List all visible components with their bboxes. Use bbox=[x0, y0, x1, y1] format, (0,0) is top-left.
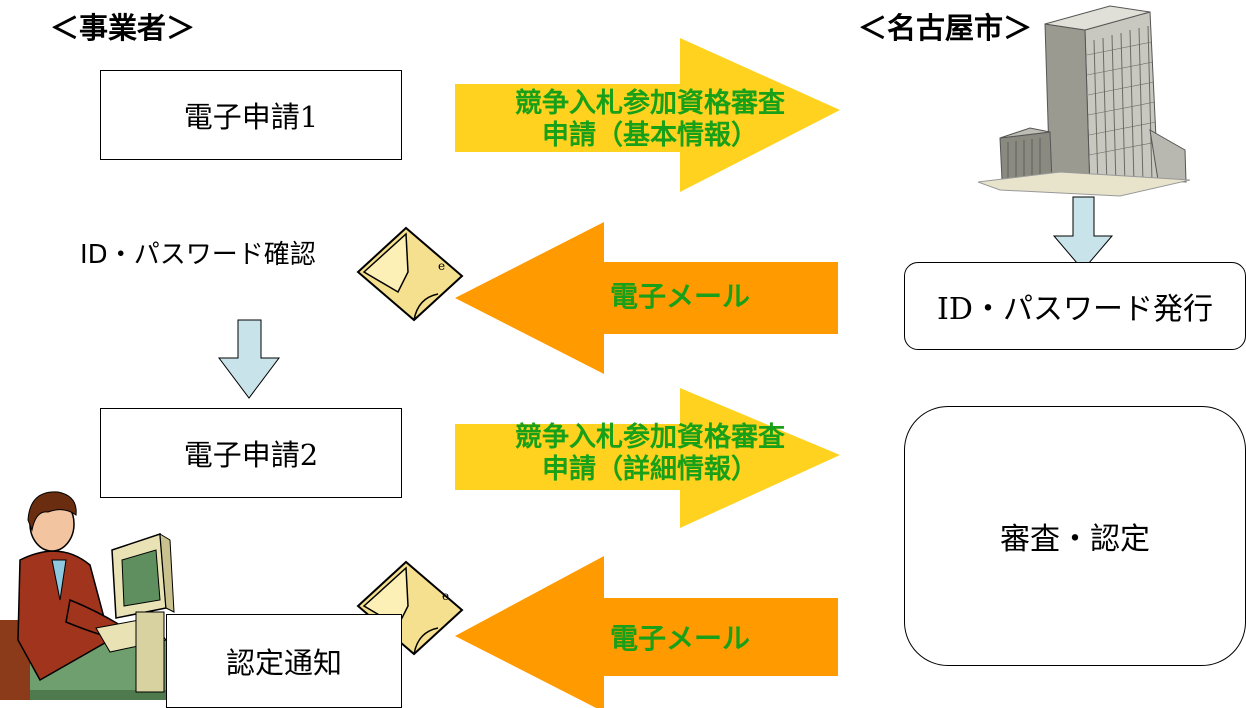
email-arrow-2 bbox=[455, 556, 838, 708]
review-certification-box: 審査・認定 bbox=[904, 406, 1246, 666]
business-header: ＜事業者＞ bbox=[50, 11, 196, 45]
confirm-down-arrow bbox=[218, 319, 280, 399]
email-arrow-1 bbox=[455, 222, 838, 374]
application-arrow-2-line2: 申請（詳細情報） bbox=[542, 454, 758, 486]
city-hall-building-icon bbox=[977, 5, 1191, 197]
electronic-application-2-box: 電子申請2 bbox=[100, 408, 402, 498]
application-arrow-2-text: 競争入札参加資格審査 申請（詳細情報） bbox=[480, 422, 820, 487]
id-password-issue-box: ID・パスワード発行 bbox=[904, 262, 1246, 350]
certification-notice-box: 認定通知 bbox=[166, 614, 402, 708]
application-arrow-1-text: 競争入札参加資格審査 申請（基本情報） bbox=[480, 88, 820, 153]
svg-text:e: e bbox=[438, 259, 445, 273]
certification-notice-label: 認定通知 bbox=[225, 646, 342, 680]
id-password-issue-label: ID・パスワード発行 bbox=[937, 292, 1213, 327]
nagoya-city-header: ＜名古屋市＞ bbox=[858, 11, 1033, 45]
electronic-application-2-label: 電子申請2 bbox=[183, 438, 319, 472]
application-arrow-1-line2: 申請（基本情報） bbox=[542, 120, 758, 152]
person-at-computer-icon bbox=[0, 491, 175, 700]
application-arrow-2-line1: 競争入札参加資格審査 bbox=[515, 422, 785, 453]
envelope-icon: e bbox=[356, 226, 464, 322]
svg-text:e: e bbox=[442, 589, 449, 603]
id-password-confirm-label: ID・パスワード確認 bbox=[80, 240, 316, 270]
email-arrow-1-text: 電子メール bbox=[609, 280, 750, 313]
issue-down-arrow bbox=[1052, 196, 1114, 271]
electronic-application-1-box: 電子申請1 bbox=[100, 70, 402, 160]
electronic-application-1-label: 電子申請1 bbox=[183, 100, 319, 134]
review-certification-label: 審査・認定 bbox=[1000, 522, 1150, 557]
application-arrow-1-line1: 競争入札参加資格審査 bbox=[515, 88, 785, 119]
application-arrow-1 bbox=[455, 38, 840, 192]
email-arrow-2-text: 電子メール bbox=[609, 622, 750, 655]
application-arrow-2 bbox=[455, 388, 840, 528]
